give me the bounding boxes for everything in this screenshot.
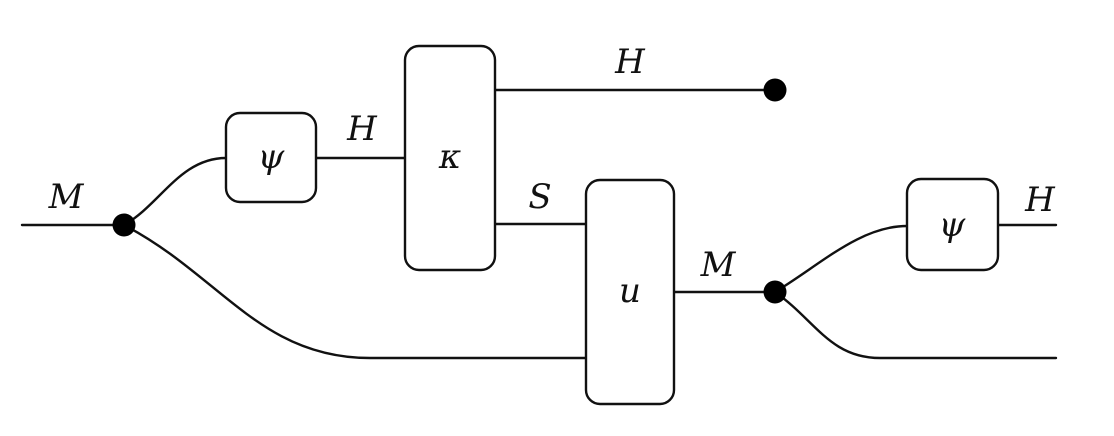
label-psi-left: ψ [258,137,285,177]
box-kappa [403,44,497,272]
wire-bottom-out [773,290,1058,360]
wire-label-output-top: H [1024,180,1056,220]
copy-dot-right [763,280,787,304]
wire-label-u-out: M [700,245,737,285]
discard-dot [763,78,787,102]
label-psi-right: ψ [939,205,966,245]
wire-label-kappa-top-out: H [614,42,646,82]
copy-dot-left [112,213,136,237]
label-kappa: κ [438,137,461,177]
wire-to-u-bottom [122,223,588,360]
wire-label-input: M [48,177,85,217]
box-psi-left [224,111,318,204]
label-u: u [619,271,641,311]
wire-label-kappa-to-u: S [528,177,551,217]
box-u [584,178,676,406]
box-psi-right [905,177,1000,272]
wire-label-psi-to-kappa: H [346,109,378,149]
wire-to-psi-left [122,156,228,227]
wire-to-psi-right [773,224,909,294]
